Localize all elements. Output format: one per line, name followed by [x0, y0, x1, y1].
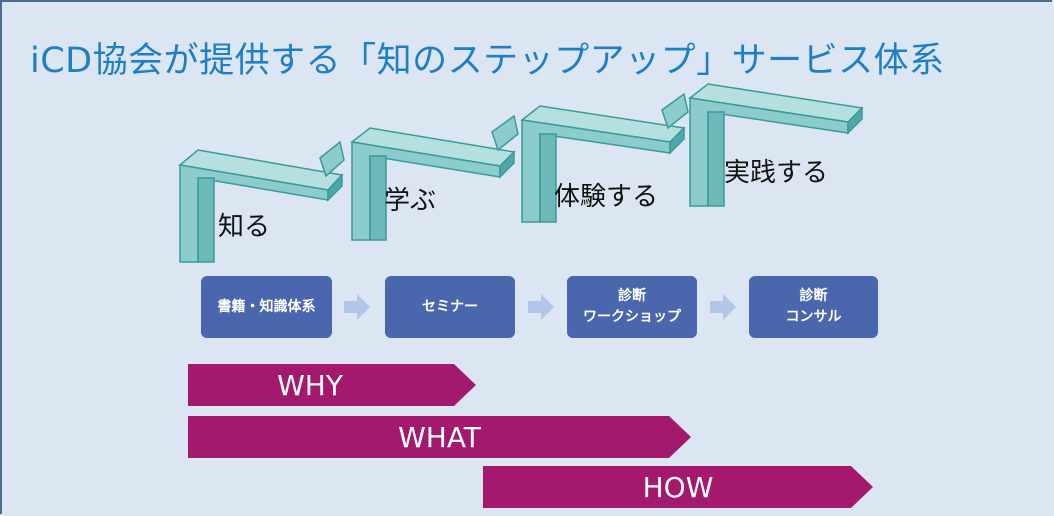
arrow-right-icon	[344, 294, 370, 320]
band-what: WHAT	[188, 416, 691, 458]
band-how: HOW	[483, 466, 873, 508]
band-why: WHY	[188, 364, 476, 406]
band-what-label: WHAT	[398, 420, 481, 454]
stair-step-3	[520, 105, 686, 223]
service-box-seminar: セミナー	[385, 276, 515, 338]
step-label-know: 知る	[218, 212, 271, 242]
band-why-shape	[188, 364, 476, 406]
service-box-consulting: 診断 コンサル	[749, 276, 878, 338]
band-how-label: HOW	[642, 470, 714, 504]
staircase-diagram	[178, 83, 864, 263]
service-box-books: 書籍・知識体系	[201, 276, 332, 338]
service-box-workshop: 診断 ワークショップ	[567, 276, 697, 338]
service-box-consulting-line1: 診断	[799, 288, 828, 304]
service-box-seminar-line1: セミナー	[422, 298, 478, 315]
service-box-consulting-line2: コンサル	[785, 309, 842, 325]
band-how-shape	[483, 466, 873, 508]
stair-step-1	[178, 149, 344, 263]
arrow-right-icon	[528, 294, 554, 320]
step-label-practice: 実践する	[724, 158, 829, 188]
stair-step-2	[350, 127, 516, 241]
band-why-label: WHY	[277, 368, 343, 402]
stair-connector-2	[491, 114, 519, 152]
arrow-right-icon	[710, 294, 736, 320]
band-what-shape	[188, 416, 691, 458]
slide-title: iCD協会が提供する「知のステップアップ」サービス体系	[30, 41, 945, 81]
service-box-workshop-line1: 診断	[618, 288, 646, 304]
step-label-learn: 学ぶ	[384, 186, 437, 216]
stair-step-4	[688, 83, 864, 207]
step-label-experience: 体験する	[554, 182, 659, 212]
service-box-workshop-line2: ワークショップ	[583, 309, 681, 325]
stair-connector-1	[319, 140, 345, 178]
service-box-books-line1: 書籍・知識体系	[217, 298, 316, 315]
stair-connector-3	[661, 92, 689, 130]
